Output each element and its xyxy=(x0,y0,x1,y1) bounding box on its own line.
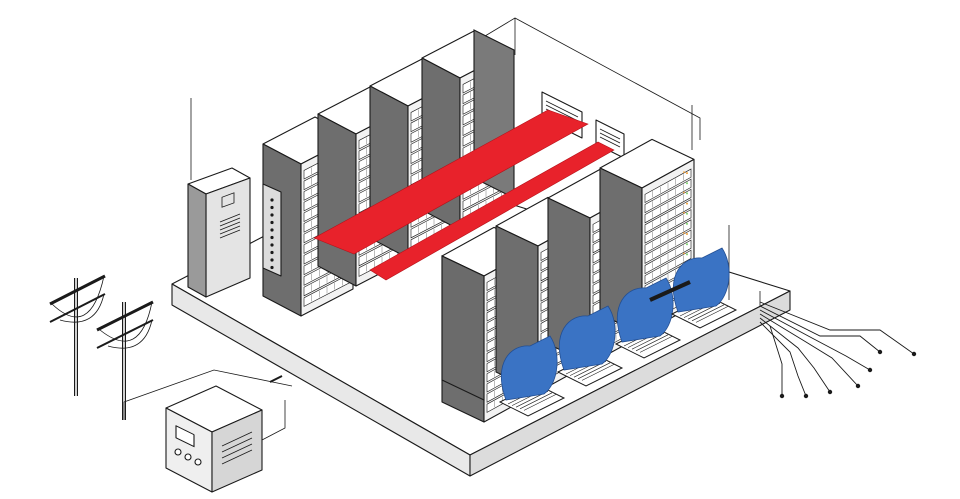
patch-port xyxy=(270,220,274,225)
power-cabinet-icon xyxy=(187,167,251,298)
airflow-arrow-icon xyxy=(498,335,566,417)
cable-terminal xyxy=(867,367,873,373)
patch-port xyxy=(270,213,274,217)
patch-port xyxy=(270,235,274,240)
cable-line xyxy=(759,301,915,355)
patch-port xyxy=(270,243,274,247)
patch-port xyxy=(270,198,274,202)
cold-air-floor-vents xyxy=(498,247,738,417)
cable-terminal xyxy=(827,389,833,395)
patch-port xyxy=(270,205,274,210)
cable-line xyxy=(759,313,859,387)
airflow-arrow-icon xyxy=(670,247,738,329)
cable-line xyxy=(759,305,881,353)
coolant-pipe xyxy=(649,280,691,302)
cable-terminal xyxy=(803,393,809,399)
hot-aisle-containment xyxy=(313,109,615,281)
cable-terminal xyxy=(911,351,917,357)
airflow-arrow-icon xyxy=(556,305,624,387)
cable-terminal xyxy=(855,383,861,389)
cable-line xyxy=(759,321,807,397)
patch-port xyxy=(270,265,274,270)
underfloor-cable-runs xyxy=(759,301,917,399)
power-pole-icon xyxy=(49,274,293,420)
wall-vent-right xyxy=(595,119,625,159)
patch-panel xyxy=(262,183,282,277)
cable-line xyxy=(769,325,783,396)
patch-port xyxy=(270,228,274,232)
cable-terminal xyxy=(779,393,785,399)
cable-terminal xyxy=(877,349,883,355)
patch-port xyxy=(270,258,274,262)
generator-icon xyxy=(165,375,286,493)
cable-line xyxy=(759,317,831,393)
patch-port xyxy=(270,250,274,255)
cable-line xyxy=(759,309,871,371)
